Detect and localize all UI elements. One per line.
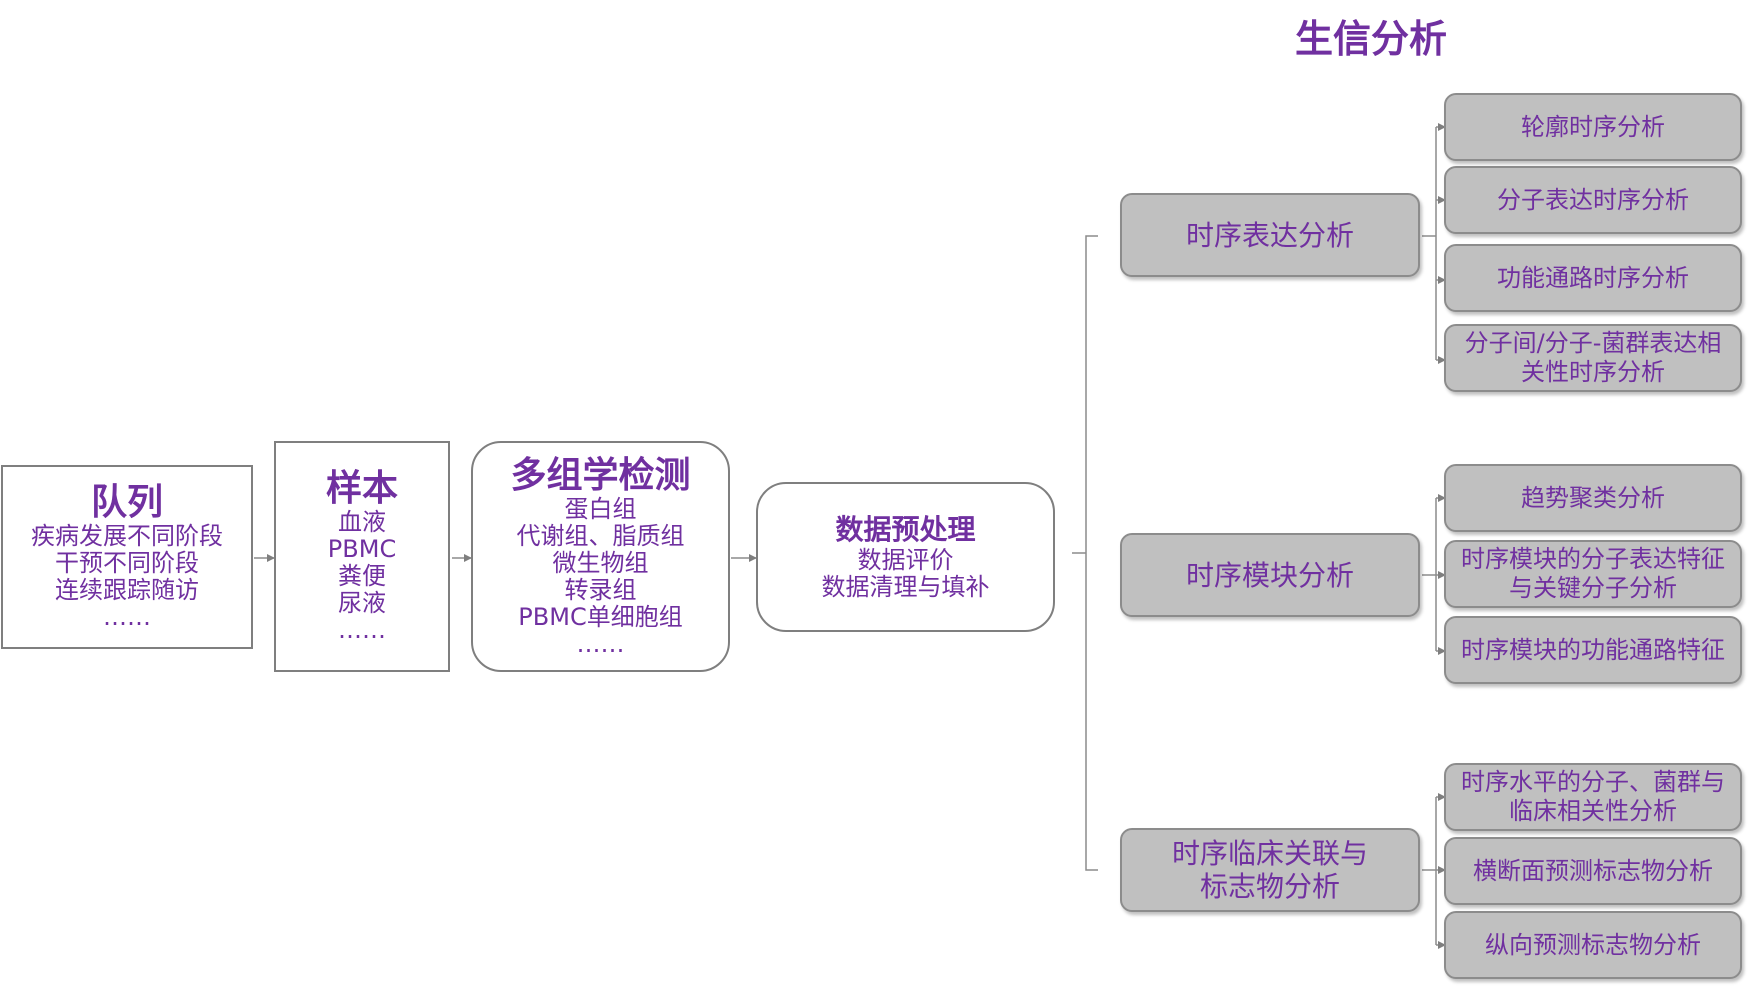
sub-analysis-box: 横断面预测标志物分析 [1444,837,1742,905]
sub-analysis-box: 分子表达时序分析 [1444,166,1742,234]
sample-item: 粪便 [338,562,386,590]
sub-analysis-box: 时序模块的分子表达特征与关键分子分析 [1444,540,1742,608]
sub-analysis-label: 横断面预测标志物分析 [1473,856,1713,885]
sub-analysis-label: 时序模块的功能通路特征 [1461,635,1725,664]
cohort-item: 干预不同阶段 [55,549,199,577]
sample-item: PBMC [327,535,397,563]
sub-analysis-box: 纵向预测标志物分析 [1444,911,1742,979]
sub-analysis-label: 时序模块的分子表达特征与关键分子分析 [1461,545,1725,602]
omics-item: 微生物组 [552,548,649,577]
sub-analysis-box: 功能通路时序分析 [1444,244,1742,312]
diagram-title: 生信分析 [1295,17,1448,61]
sub-analysis-label: 分子表达时序分析 [1497,185,1689,214]
sub-analysis-box: 时序模块的功能通路特征 [1444,616,1742,684]
sample-title: 样本 [325,468,398,509]
bracket-main [1072,235,1098,871]
sample-item: …… [338,616,386,644]
preprocess-title: 数据预处理 [835,513,976,546]
omics-item: …… [576,629,625,658]
preprocess-item: 数据评价 [857,546,954,574]
omics-item: 代谢组、脂质组 [516,521,685,550]
analysis-label: 时序模块分析 [1185,558,1354,592]
sample-box: 样本 血液 PBMC 粪便 尿液 …… [274,441,450,672]
sub-analysis-label: 轮廓时序分析 [1521,112,1665,141]
analysis-label: 时序表达分析 [1185,218,1354,252]
cohort-item: 疾病发展不同阶段 [31,522,223,550]
sub-analysis-label: 分子间/分子-菌群表达相关性时序分析 [1464,329,1722,386]
omics-item: 转录组 [564,575,637,604]
preprocess-box: 数据预处理 数据评价 数据清理与填补 [756,482,1055,632]
sub-analysis-label: 时序水平的分子、菌群与临床相关性分析 [1461,768,1725,825]
cohort-item: 连续跟踪随访 [55,576,199,604]
sub-analysis-label: 趋势聚类分析 [1521,483,1665,512]
sub-analysis-label: 纵向预测标志物分析 [1485,930,1701,959]
omics-item: 蛋白组 [564,494,637,523]
cohort-box: 队列 疾病发展不同阶段 干预不同阶段 连续跟踪随访 …… [1,465,253,649]
analysis-label: 时序临床关联与标志物分析 [1171,837,1368,903]
cohort-item: …… [103,603,151,631]
analysis-temporal-expression: 时序表达分析 [1120,193,1420,277]
sub-analysis-box: 分子间/分子-菌群表达相关性时序分析 [1444,324,1742,392]
analysis-temporal-module: 时序模块分析 [1120,533,1420,617]
sample-item: 血液 [338,508,386,536]
omics-title: 多组学检测 [510,454,691,496]
sub-analysis-label: 功能通路时序分析 [1497,263,1689,292]
cohort-title: 队列 [90,482,163,523]
preprocess-item: 数据清理与填补 [821,573,990,601]
sub-analysis-box: 时序水平的分子、菌群与临床相关性分析 [1444,763,1742,831]
sub-analysis-box: 趋势聚类分析 [1444,464,1742,532]
analysis-clinical-biomarker: 时序临床关联与标志物分析 [1120,828,1420,912]
sub-analysis-box: 轮廓时序分析 [1444,93,1742,161]
omics-box: 多组学检测 蛋白组 代谢组、脂质组 微生物组 转录组 PBMC单细胞组 …… [471,441,730,672]
omics-item: PBMC单细胞组 [518,602,683,631]
sample-item: 尿液 [338,589,386,617]
